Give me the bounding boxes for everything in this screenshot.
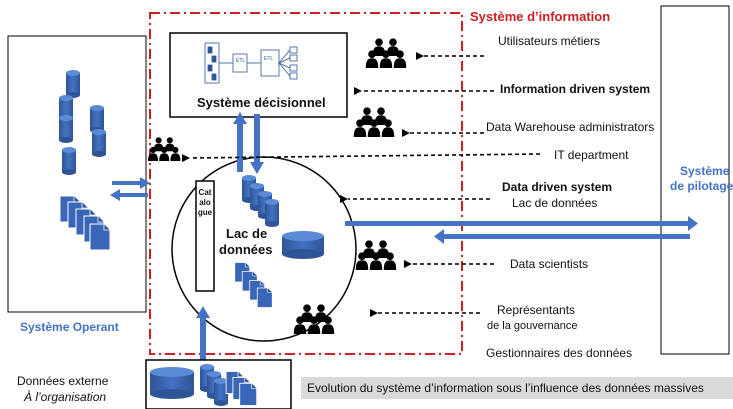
people-group-icon-data-scientists xyxy=(356,240,396,270)
donnees-externe-label-1: Données externe xyxy=(17,374,109,388)
dashed-arrows xyxy=(181,52,541,317)
externe-up-arrow-icon xyxy=(196,306,210,362)
actor-data-driven-system: Data driven system xyxy=(502,180,613,194)
lac-label-2: données xyxy=(219,242,273,257)
people-group-icon-utilisateurs xyxy=(366,38,406,68)
lac-decisionnel-arrows xyxy=(233,112,264,174)
etl-label-1: ETL xyxy=(236,58,246,64)
caption-text: Evolution du système d’information sous … xyxy=(307,381,704,395)
actor-lac-de-donnees: Lac de données xyxy=(512,196,598,210)
actor-representants: Représentants xyxy=(497,303,576,317)
caption-background xyxy=(301,377,733,399)
actor-it-department: IT department xyxy=(554,148,629,162)
systeme-decisionnel-label: Système décisionnel xyxy=(197,95,326,110)
systeme-decisionnel-box xyxy=(169,32,348,118)
actor-utilisateurs-metiers: Utilisateurs métiers xyxy=(498,34,601,48)
donnees-externe-label-2: À l’organisation xyxy=(24,390,107,404)
catalogue-label: Catalogue xyxy=(197,188,213,217)
operant-double-arrow-icon xyxy=(110,177,150,201)
lac-label-1: Lac de xyxy=(226,226,268,241)
actor-information-driven-system: Information driven system xyxy=(500,82,651,96)
systeme-pilotage-label-1: Système xyxy=(680,164,730,178)
actor-dwh-administrators: Data Warehouse administrators xyxy=(486,120,655,134)
systeme-operant-label: Système Operant xyxy=(20,320,119,334)
actor-gouvernance: de la gouvernance xyxy=(487,320,578,332)
pilotage-double-arrow-icon xyxy=(345,216,698,244)
actor-gestionnaires: Gestionnaires des données xyxy=(486,346,633,360)
systeme-information-frame xyxy=(149,12,463,355)
systeme-pilotage-box xyxy=(660,5,730,355)
catalogue-box xyxy=(195,180,215,292)
etl-diagram-icon xyxy=(204,42,298,84)
systeme-pilotage-label-2: de pilotage xyxy=(670,179,733,193)
people-group-icon-dwh-admins xyxy=(354,107,394,137)
actor-data-scientists: Data scientists xyxy=(510,257,589,271)
externe-big-database-icon xyxy=(150,367,194,399)
lac-big-database-icon xyxy=(282,231,324,259)
etl-label-2: ETL xyxy=(264,56,274,62)
people-group-icon-it xyxy=(148,137,180,161)
systeme-information-title: Système d’information xyxy=(470,9,611,24)
